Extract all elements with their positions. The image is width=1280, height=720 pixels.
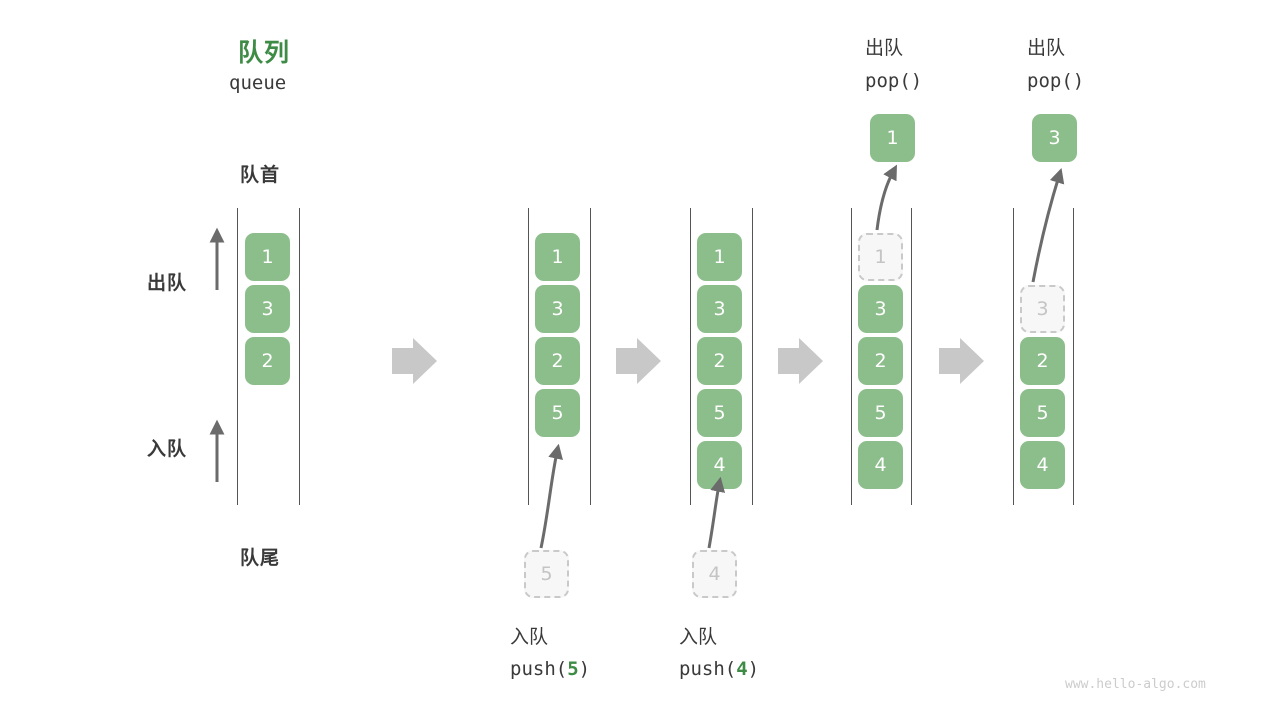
popped-cell: 3: [1032, 114, 1077, 162]
queue-rail-right-2: [590, 208, 591, 505]
push-caption-cn: 入队: [679, 626, 718, 648]
watermark: www.hello-algo.com: [1065, 677, 1206, 692]
queue-cell: 2: [535, 337, 580, 385]
queue-title-cn: 队列: [238, 38, 291, 67]
queue-rail-left-4: [851, 208, 852, 505]
enqueue-side-label: 入队: [147, 438, 188, 460]
queue-cell: 2: [858, 337, 903, 385]
queue-cell: 3: [858, 285, 903, 333]
queue-cell: 3: [697, 285, 742, 333]
step-arrow-1: [392, 338, 437, 384]
incoming-ghost-cell: 5: [524, 550, 569, 598]
push-4-arrow-icon: [707, 476, 726, 549]
queue-cell: 5: [697, 389, 742, 437]
queue-cell: 1: [697, 233, 742, 281]
push-arg: 5: [567, 658, 579, 680]
queue-cell: 1: [245, 233, 290, 281]
queue-cell: 3: [535, 285, 580, 333]
outgoing-ghost-cell: 3: [1020, 285, 1065, 333]
queue-cell: 1: [535, 233, 580, 281]
queue-rail-right-4: [911, 208, 912, 505]
incoming-ghost-cell: 4: [692, 550, 737, 598]
pop-caption-cn: 出队: [865, 37, 904, 59]
rear-label: 队尾: [240, 547, 281, 569]
queue-cell: 5: [1020, 389, 1065, 437]
queue-rail-left-1: [237, 208, 238, 505]
queue-cell: 4: [858, 441, 903, 489]
pop-caption-code: pop(): [1027, 70, 1085, 92]
push-caption-code: push(5): [510, 658, 591, 680]
queue-rail-left-5: [1013, 208, 1014, 505]
front-label: 队首: [240, 164, 281, 186]
queue-rail-left-2: [528, 208, 529, 505]
queue-cell: 4: [1020, 441, 1065, 489]
step-arrow-2: [616, 338, 661, 384]
pop-3-arrow-icon: [1031, 167, 1065, 283]
queue-cell: 2: [245, 337, 290, 385]
outgoing-ghost-cell: 1: [858, 233, 903, 281]
queue-cell: 4: [697, 441, 742, 489]
dequeue-side-label: 出队: [147, 272, 188, 294]
push-caption-code: push(4): [679, 658, 760, 680]
queue-title-en: queue: [229, 72, 287, 94]
push-5-arrow-icon: [539, 443, 563, 549]
push-arg: 4: [736, 658, 748, 680]
step-arrow-3: [778, 338, 823, 384]
pop-1-arrow-icon: [875, 164, 897, 231]
queue-rail-right-1: [299, 208, 300, 505]
queue-cell: 2: [697, 337, 742, 385]
queue-rail-left-3: [690, 208, 691, 505]
queue-rail-right-5: [1073, 208, 1074, 505]
popped-cell: 1: [870, 114, 915, 162]
queue-rail-right-3: [752, 208, 753, 505]
queue-cell: 5: [858, 389, 903, 437]
push-caption-cn: 入队: [510, 626, 549, 648]
step-arrow-4: [939, 338, 984, 384]
queue-cell: 3: [245, 285, 290, 333]
pop-caption-code: pop(): [865, 70, 923, 92]
pop-caption-cn: 出队: [1027, 37, 1066, 59]
queue-cell: 5: [535, 389, 580, 437]
queue-cell: 2: [1020, 337, 1065, 385]
